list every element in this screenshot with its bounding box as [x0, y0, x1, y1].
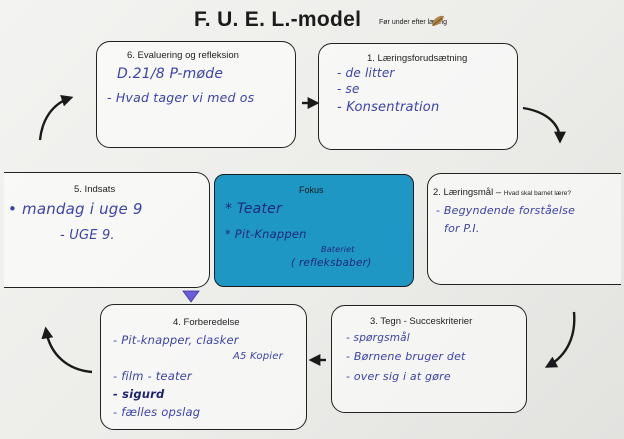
- box-focus-label: Fokus: [299, 185, 324, 195]
- arrow-1-to-2: [522, 106, 566, 144]
- box-focus-line-4: ( refleksbaber): [291, 257, 372, 269]
- arrow-4-to-5: [41, 326, 93, 374]
- box-preparation-line-2: A5 Kopier: [233, 351, 283, 362]
- box-learning-prerequisites-label: 1. Læringsforudsætning: [367, 53, 468, 64]
- box-learning-goal: 2. Læringsmål – Hvad skal barnet lære? -…: [427, 173, 621, 285]
- box-signs-success-line-3: - over sig i at gøre: [346, 370, 451, 383]
- box-signs-success-line-2: - Børnene bruger det: [346, 350, 466, 363]
- box-signs-success-line-1: - spørgsmål: [346, 332, 410, 344]
- down-triangle-icon: [182, 290, 200, 303]
- box-signs-success-label: 3. Tegn - Succeskriterier: [370, 316, 473, 327]
- box-preparation-line-5: - fælles opslag: [113, 405, 201, 419]
- box-learning-prerequisites: 1. Læringsforudsætning - de litter - se …: [318, 43, 518, 150]
- box-preparation-line-4: - sigurd: [113, 387, 165, 401]
- box-learning-goal-label: 2. Læringsmål – Hvad skal barnet lære?: [433, 187, 571, 198]
- box-preparation-label: 4. Forberedelse: [173, 317, 240, 328]
- box-focus-line-1: * Teater: [225, 201, 282, 217]
- box-learning-goal-line-1: - Begyndende forståelse: [436, 204, 576, 217]
- box-focus-line-3: Bateriet: [321, 245, 355, 254]
- box-effort: 5. Indsats • mandag i uge 9 - UGE 9.: [4, 172, 210, 288]
- box-signs-success: 3. Tegn - Succeskriterier - spørgsmål - …: [331, 305, 527, 413]
- box-focus: Fokus * Teater * Pit-Knappen Bateriet ( …: [214, 174, 414, 287]
- box-effort-label: 5. Indsats: [74, 184, 116, 195]
- box-preparation-line-3: - film - teater: [113, 369, 192, 383]
- page-subtitle: Før under efter læring: [379, 19, 448, 26]
- box-preparation-line-1: - Pit-knapper, clasker: [113, 333, 239, 347]
- leaf-icon: [432, 15, 444, 26]
- box-effort-line-2: - UGE 9.: [60, 228, 115, 243]
- box-evaluation-line-1: D.21/8 P-møde: [117, 66, 224, 82]
- header: F. U. E. L.-model Før under efter læring: [0, 6, 624, 40]
- arrow-5-to-6: [38, 94, 74, 141]
- box-evaluation-line-2: - Hvad tager vi med os: [107, 90, 255, 105]
- box-learning-prerequisites-line-2: - se: [337, 82, 360, 96]
- box-focus-line-2: * Pit-Knappen: [225, 227, 307, 241]
- box-learning-prerequisites-line-1: - de litter: [337, 66, 395, 80]
- box-learning-prerequisites-line-3: - Konsentration: [337, 100, 440, 115]
- box-learning-goal-line-2: for P.I.: [444, 222, 480, 235]
- box-evaluation: 6. Evaluering og refleksion D.21/8 P-mød…: [96, 41, 296, 148]
- box-preparation: 4. Forberedelse - Pit-knapper, clasker A…: [100, 304, 307, 430]
- box-learning-goal-title: 2. Læringsmål –: [433, 187, 502, 198]
- arrow-2-to-3: [544, 311, 576, 368]
- box-evaluation-label: 6. Evaluering og refleksion: [127, 50, 239, 61]
- page-title: F. U. E. L.-model: [194, 8, 362, 31]
- box-learning-goal-question: Hvad skal barnet lære?: [503, 190, 571, 197]
- box-effort-line-1: • mandag i uge 9: [8, 200, 143, 218]
